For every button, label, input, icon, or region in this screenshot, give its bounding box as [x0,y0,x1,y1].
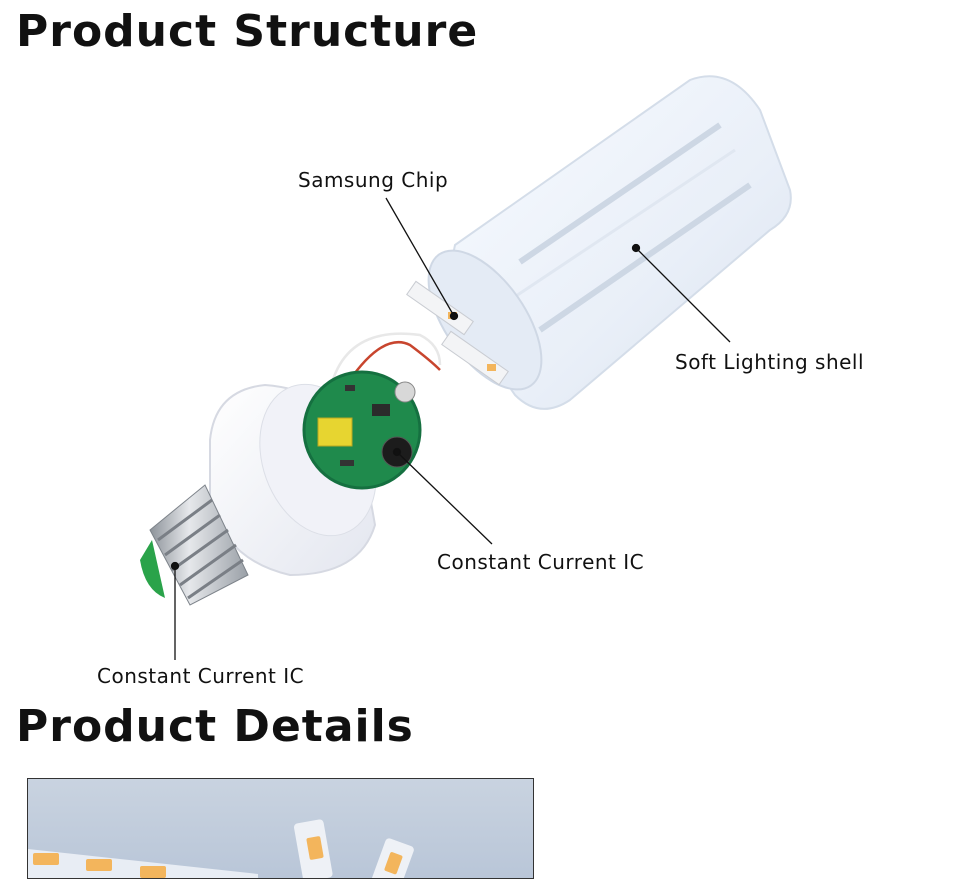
callout-constant-current-ic: Constant Current IC [437,550,645,574]
callout-leaders [170,197,731,660]
callout-base-constant-current-ic: Constant Current IC [97,664,305,688]
callout-samsung-chip: Samsung Chip [298,168,449,192]
section-title-details: Product Details [16,701,414,752]
soft-lighting-shell [427,75,792,410]
exploded-bulb-illustration [140,75,792,660]
led-chip-holder [406,280,509,386]
section-title-structure: Product Structure [16,6,479,57]
product-details-photo [27,778,534,879]
callout-soft-lighting-shell: Soft Lighting shell [675,350,865,374]
led-strip-closeup [28,819,414,878]
driver-circuit-board [302,370,422,490]
